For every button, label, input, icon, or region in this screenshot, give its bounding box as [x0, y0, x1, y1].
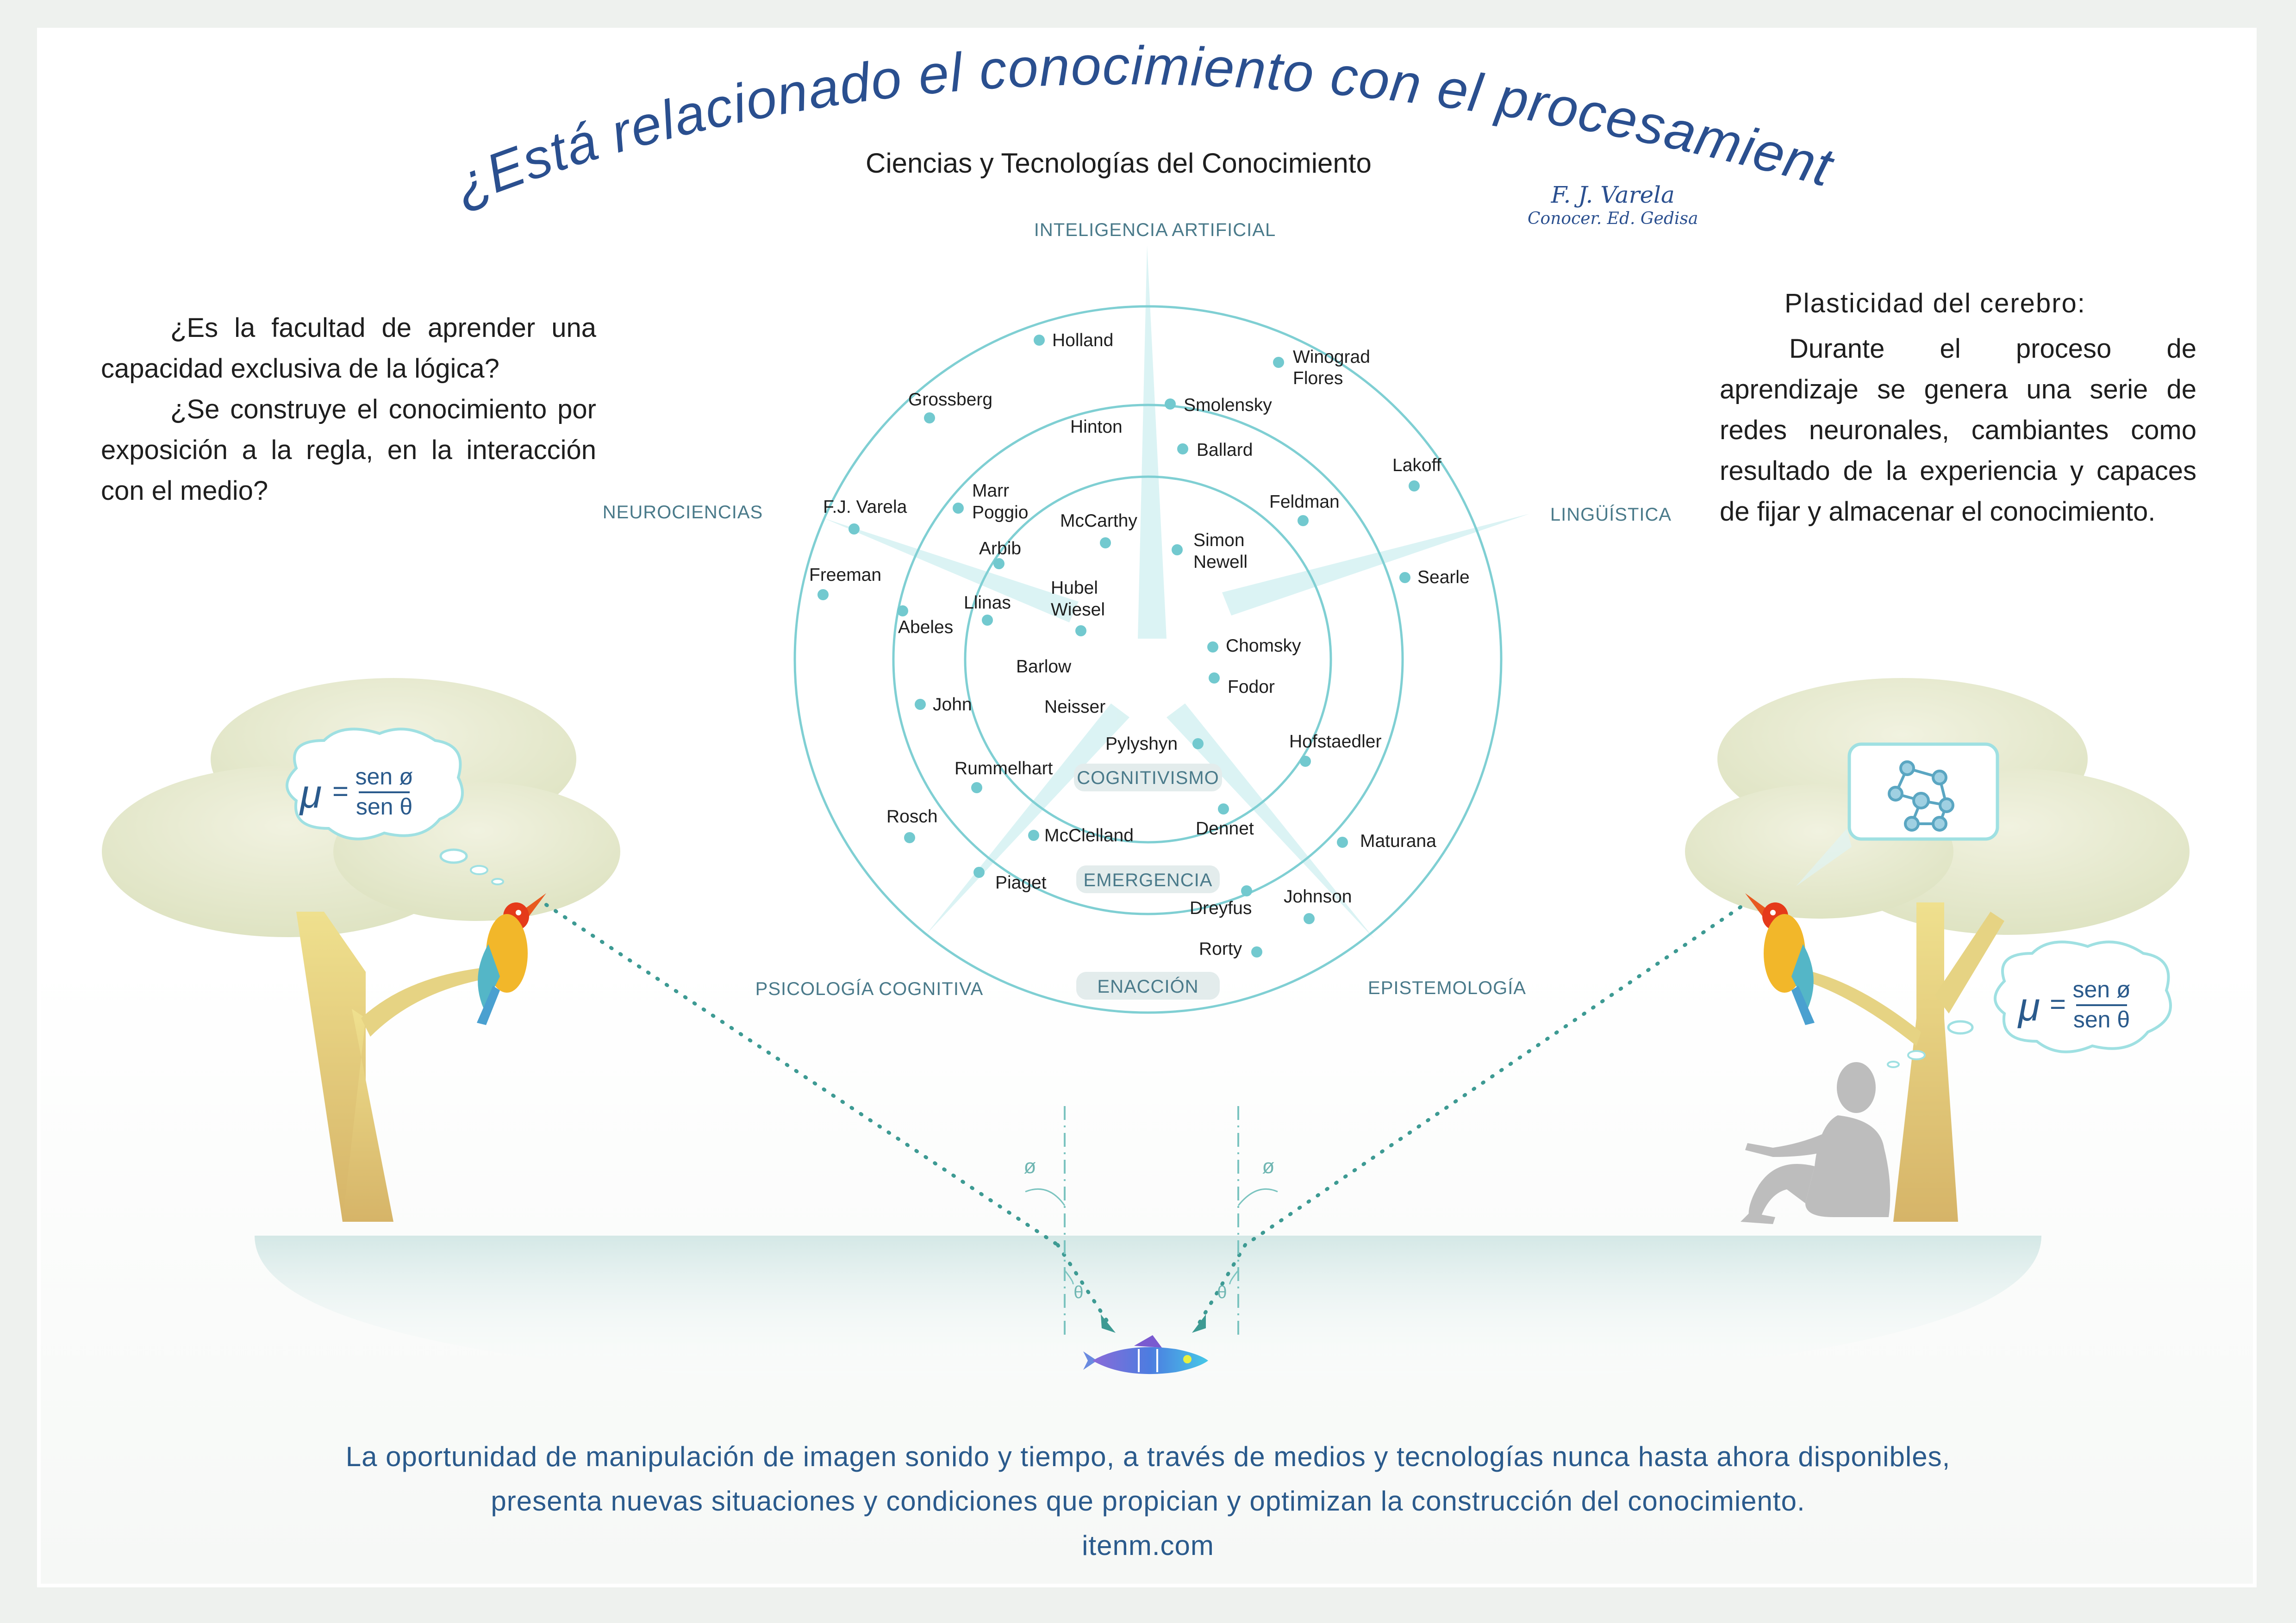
molecule-icon	[1888, 760, 1954, 832]
name-rorty: Rorty	[1199, 939, 1242, 959]
ground	[255, 1236, 2041, 1393]
name-neisser: Neisser	[1044, 697, 1105, 717]
name-smolensky: Smolensky	[1184, 395, 1272, 415]
bottom-caption: La oportunidad de manipulación de imagen…	[139, 1435, 2157, 1568]
ring-label-bg-outer	[1076, 972, 1220, 1000]
name-ballard: Ballard	[1197, 440, 1253, 460]
main-title: ¿Está relacionado el conocimiento con el…	[444, 28, 1839, 217]
ring-label-outer: ENACCIÓN	[1097, 976, 1198, 997]
name-flores: Flores	[1293, 368, 1343, 388]
name-newell: Newell	[1193, 552, 1248, 572]
normal-lines	[1064, 1106, 1239, 1340]
arrow-right	[1192, 1314, 1206, 1333]
name-john: John	[933, 695, 972, 715]
theta-right-label: θ	[1217, 1283, 1227, 1302]
formula-denominator: sen θ	[356, 794, 412, 820]
ring-inner	[964, 475, 1332, 844]
axis-neuro: NEUROCIENCIAS	[603, 502, 763, 522]
fish	[1083, 1335, 1208, 1374]
plasticity-title: Plasticidad del cerebro:	[1784, 288, 2086, 318]
name-maturana: Maturana	[1360, 831, 1436, 851]
axis-episte: EPISTEMOLOGÍA	[1368, 977, 1526, 998]
name-hubel: Hubel	[1051, 578, 1098, 598]
formula-left: μ = sen ø sen θ	[299, 764, 413, 820]
right-plasticity-text: Plasticidad del cerebro: Durante el proc…	[1720, 283, 2196, 532]
name-barlow: Barlow	[1016, 657, 1072, 677]
caption-line-1: La oportunidad de manipulación de imagen…	[345, 1441, 1951, 1472]
name-wiesel: Wiesel	[1051, 600, 1105, 620]
formula-mu: μ	[2017, 985, 2040, 1029]
name-searle: Searle	[1417, 567, 1470, 587]
name-rummelhart: Rummelhart	[955, 759, 1053, 778]
formula-equals: =	[2050, 989, 2066, 1020]
question-1: ¿Es la facultad de aprender una capacida…	[101, 313, 596, 384]
name-marr: Marr	[972, 481, 1009, 501]
author-source: Conocer. Ed. Gedisa	[1528, 209, 1698, 228]
network-thought-box	[1796, 742, 1999, 886]
caption-line-2: presenta nuevas situaciones y condicione…	[491, 1486, 1805, 1517]
name-mcclelland: McClelland	[1044, 826, 1134, 846]
formula-denominator: sen θ	[2073, 1007, 2130, 1032]
name-abeles: Abeles	[898, 617, 953, 637]
plasticity-body: Durante el proceso de aprendizaje se gen…	[1720, 334, 2196, 527]
theta-left-label: θ	[1073, 1283, 1083, 1302]
formula-mu: μ	[299, 772, 322, 816]
author-dots	[817, 335, 1420, 958]
name-llinas: Llinas	[964, 593, 1011, 613]
name-holland: Holland	[1052, 330, 1113, 350]
axis-ia: INTELIGENCIA ARTIFICIAL	[1034, 220, 1276, 240]
phi-left-label: ø	[1024, 1155, 1036, 1178]
name-rosch: Rosch	[886, 807, 938, 827]
name-johnson: Johnson	[1284, 887, 1352, 907]
name-fodor: Fodor	[1228, 677, 1275, 697]
diagram-spokes	[824, 245, 1530, 939]
ring-label-inner: COGNITIVISMO	[1077, 768, 1219, 788]
website-link[interactable]: itenm.com	[1082, 1530, 1214, 1561]
right-bird	[1745, 893, 1815, 1025]
axis-psico: PSICOLOGÍA COGNITIVA	[755, 978, 984, 999]
name-hofstaedler: Hofstaedler	[1289, 732, 1381, 752]
question-2: ¿Se construye el conocimiento por exposi…	[101, 394, 596, 506]
name-simon: Simon	[1193, 530, 1245, 550]
formula-right: μ = sen ø sen θ	[2017, 976, 2131, 1032]
ring-label-bg-middle	[1076, 865, 1220, 893]
diagram-subtitle: Ciencias y Tecnologías del Conocimiento	[866, 148, 1372, 179]
left-question-text: ¿Es la facultad de aprender una capacida…	[101, 308, 596, 511]
name-winograd: Winograd	[1293, 347, 1370, 367]
name-dennet: Dennet	[1196, 819, 1254, 839]
formula-numerator: sen ø	[2072, 976, 2130, 1002]
phi-right-label: ø	[1262, 1155, 1275, 1178]
axis-ling: LINGÜÍSTICA	[1550, 504, 1672, 525]
formula-equals: =	[332, 776, 349, 807]
name-dreyfus: Dreyfus	[1190, 898, 1252, 918]
name-pylyshyn: Pylyshyn	[1105, 734, 1178, 754]
ring-label-middle: EMERGENCIA	[1084, 870, 1213, 890]
name-hinton: Hinton	[1070, 417, 1123, 437]
name-poggio: Poggio	[972, 503, 1028, 522]
arrow-left	[1101, 1314, 1116, 1333]
right-thought-bubble	[1887, 940, 2172, 1068]
knowledge-diagram: INTELIGENCIA ARTIFICIAL NEUROCIENCIAS LI…	[603, 220, 1672, 1014]
formula-numerator: sen ø	[355, 764, 413, 790]
name-varela: F.J. Varela	[823, 497, 907, 517]
author-credit: F. J. Varela Conocer. Ed. Gedisa	[1528, 181, 1698, 228]
left-thought-bubble	[286, 728, 504, 885]
name-piaget: Piaget	[995, 873, 1047, 893]
name-feldman: Feldman	[1269, 492, 1340, 512]
ring-label-bg-inner	[1074, 764, 1222, 791]
author-name: F. J. Varela	[1551, 181, 1675, 208]
name-grossberg: Grossberg	[908, 390, 992, 410]
left-bird	[477, 893, 546, 1025]
name-arbib: Arbib	[979, 539, 1021, 559]
sitting-person	[1741, 1062, 1890, 1224]
name-lakoff: Lakoff	[1392, 455, 1441, 475]
ring-outer	[793, 305, 1503, 1014]
name-freeman: Freeman	[809, 565, 881, 585]
ring-middle	[892, 404, 1404, 915]
name-mccarthy: McCarthy	[1060, 511, 1137, 531]
refraction-lines	[544, 903, 1742, 1325]
name-chomsky: Chomsky	[1226, 636, 1301, 656]
